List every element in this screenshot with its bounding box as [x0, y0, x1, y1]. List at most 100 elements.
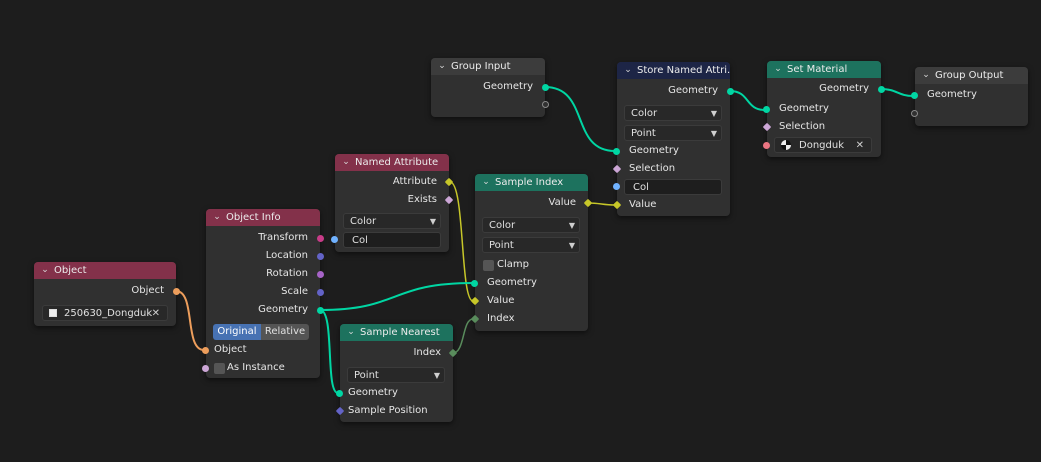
domain-dropdown[interactable]: Point▼: [624, 125, 722, 141]
object-node[interactable]: ⌄ Object Object 250630_Dongduk ✕: [34, 262, 180, 326]
object-selector[interactable]: 250630_Dongduk ✕: [42, 305, 168, 321]
link-set-material-to-group-output: [880, 88, 914, 97]
chevron-down-icon[interactable]: ⌄: [438, 61, 446, 71]
socket-name-in[interactable]: [613, 183, 620, 190]
store-named-attribute-node[interactable]: ⌄ Store Named Attri... Geometry Color▼ P…: [612, 62, 734, 216]
input-geometry: Geometry: [348, 387, 398, 398]
sample-index-header[interactable]: ⌄ Sample Index: [475, 174, 588, 191]
socket-rotation-out[interactable]: [317, 271, 324, 278]
link-sample-index-to-store-value: [587, 202, 616, 206]
clamp-checkbox[interactable]: [483, 260, 494, 271]
domain-dropdown[interactable]: Point▼: [347, 367, 445, 383]
material-selector[interactable]: Dongduk ✕: [774, 137, 872, 153]
output-transform: Transform: [258, 232, 308, 243]
object-info-header[interactable]: ⌄ Object Info: [206, 209, 320, 226]
link-object-info-to-sample-index-geometry: [319, 282, 474, 311]
set-material-node[interactable]: ⌄ Set Material Geometry Geometry Selecti…: [762, 61, 885, 157]
close-icon[interactable]: ✕: [855, 140, 864, 151]
chevron-down-icon[interactable]: ⌄: [213, 212, 221, 222]
chevron-down-icon: ▼: [568, 241, 575, 250]
chevron-down-icon[interactable]: ⌄: [41, 265, 49, 275]
socket-geometry-out[interactable]: [542, 84, 549, 91]
set-material-header[interactable]: ⌄ Set Material: [767, 61, 881, 78]
name-input[interactable]: Col: [343, 232, 441, 248]
chevron-down-icon[interactable]: ⌄: [342, 157, 350, 167]
object-header[interactable]: ⌄ Object: [34, 262, 176, 279]
socket-geometry-out[interactable]: [727, 88, 734, 95]
chevron-down-icon: ▼: [568, 221, 575, 230]
group-input-node[interactable]: ⌄ Group Input Geometry: [431, 58, 549, 117]
node-title: Group Output: [935, 70, 1004, 81]
output-geometry: Geometry: [819, 83, 869, 94]
socket-empty-in[interactable]: [911, 110, 918, 117]
sample-nearest-node[interactable]: ⌄ Sample Nearest Index Point▼ Geometry S…: [335, 324, 458, 422]
node-title: Store Named Attri...: [637, 65, 730, 76]
chevron-down-icon[interactable]: ⌄: [774, 64, 782, 74]
socket-geometry-in[interactable]: [911, 92, 918, 99]
socket-geometry-out[interactable]: [878, 86, 885, 93]
socket-material-in[interactable]: [763, 142, 770, 149]
sample-nearest-header[interactable]: ⌄ Sample Nearest: [340, 324, 453, 341]
named-attribute-header[interactable]: ⌄ Named Attribute: [335, 154, 449, 171]
output-geometry: Geometry: [483, 81, 533, 92]
output-location: Location: [265, 250, 308, 261]
named-attribute-node[interactable]: ⌄ Named Attribute Attribute Exists Color…: [331, 154, 454, 252]
output-scale: Scale: [281, 286, 308, 297]
socket-transform-out[interactable]: [317, 235, 324, 242]
as-instance-checkbox[interactable]: [214, 363, 225, 374]
input-index: Index: [487, 313, 515, 324]
socket-empty-out[interactable]: [542, 101, 549, 108]
store-named-attribute-header[interactable]: ⌄ Store Named Attri...: [617, 62, 730, 79]
group-output-header[interactable]: ⌄ Group Output: [915, 67, 1028, 84]
output-index: Index: [413, 347, 441, 358]
output-exists: Exists: [407, 194, 437, 205]
close-icon[interactable]: ✕: [151, 308, 160, 319]
socket-geometry-in[interactable]: [763, 106, 770, 113]
socket-name-in[interactable]: [331, 236, 338, 243]
socket-location-out[interactable]: [317, 253, 324, 260]
input-value: Value: [629, 199, 657, 210]
chevron-down-icon[interactable]: ⌄: [482, 177, 490, 187]
domain-dropdown[interactable]: Point▼: [482, 237, 580, 253]
data-type-dropdown[interactable]: Color▼: [482, 217, 580, 233]
socket-geometry-out[interactable]: [317, 307, 324, 314]
mode-original-button[interactable]: Original: [213, 324, 261, 340]
input-object: Object: [214, 344, 247, 355]
mode-relative-button[interactable]: Relative: [261, 324, 309, 340]
input-selection: Selection: [779, 121, 826, 132]
group-input-header[interactable]: ⌄ Group Input: [431, 58, 545, 75]
sample-index-node[interactable]: ⌄ Sample Index Value Color▼ Point▼ Clamp…: [470, 174, 593, 331]
chevron-down-icon[interactable]: ⌄: [624, 65, 632, 75]
output-rotation: Rotation: [266, 268, 308, 279]
link-sample-nearest-to-sample-index-index: [452, 318, 474, 354]
socket-geometry-in[interactable]: [471, 280, 478, 287]
input-geometry: Geometry: [927, 89, 977, 100]
node-title: Object: [54, 265, 87, 276]
chevron-down-icon[interactable]: ⌄: [922, 70, 930, 80]
object-info-node[interactable]: ⌄ Object Info Transform Location Rotatio…: [202, 209, 324, 378]
socket-as-instance-in[interactable]: [202, 365, 209, 372]
data-type-dropdown[interactable]: Color▼: [624, 105, 722, 121]
chevron-down-icon[interactable]: ⌄: [347, 327, 355, 337]
as-instance-label: As Instance: [227, 362, 285, 373]
socket-geometry-in[interactable]: [613, 148, 620, 155]
node-title: Sample Index: [495, 177, 564, 188]
socket-object-in[interactable]: [202, 347, 209, 354]
object-cube-icon: [49, 309, 57, 317]
data-type-dropdown[interactable]: Color▼: [343, 213, 441, 229]
link-object-info-to-sample-nearest-geometry: [319, 309, 339, 394]
link-object-to-object-info-object: [175, 290, 205, 351]
socket-scale-out[interactable]: [317, 289, 324, 296]
input-selection: Selection: [629, 163, 676, 174]
group-output-node[interactable]: ⌄ Group Output Geometry: [911, 67, 1028, 126]
node-title: Sample Nearest: [360, 327, 440, 338]
input-geometry: Geometry: [487, 277, 537, 288]
node-title: Set Material: [787, 64, 848, 75]
input-geometry: Geometry: [629, 145, 679, 156]
output-object: Object: [131, 285, 164, 296]
socket-object-out[interactable]: [173, 288, 180, 295]
name-input[interactable]: Col: [624, 179, 722, 195]
socket-geometry-in[interactable]: [336, 390, 343, 397]
node-title: Group Input: [451, 61, 511, 72]
